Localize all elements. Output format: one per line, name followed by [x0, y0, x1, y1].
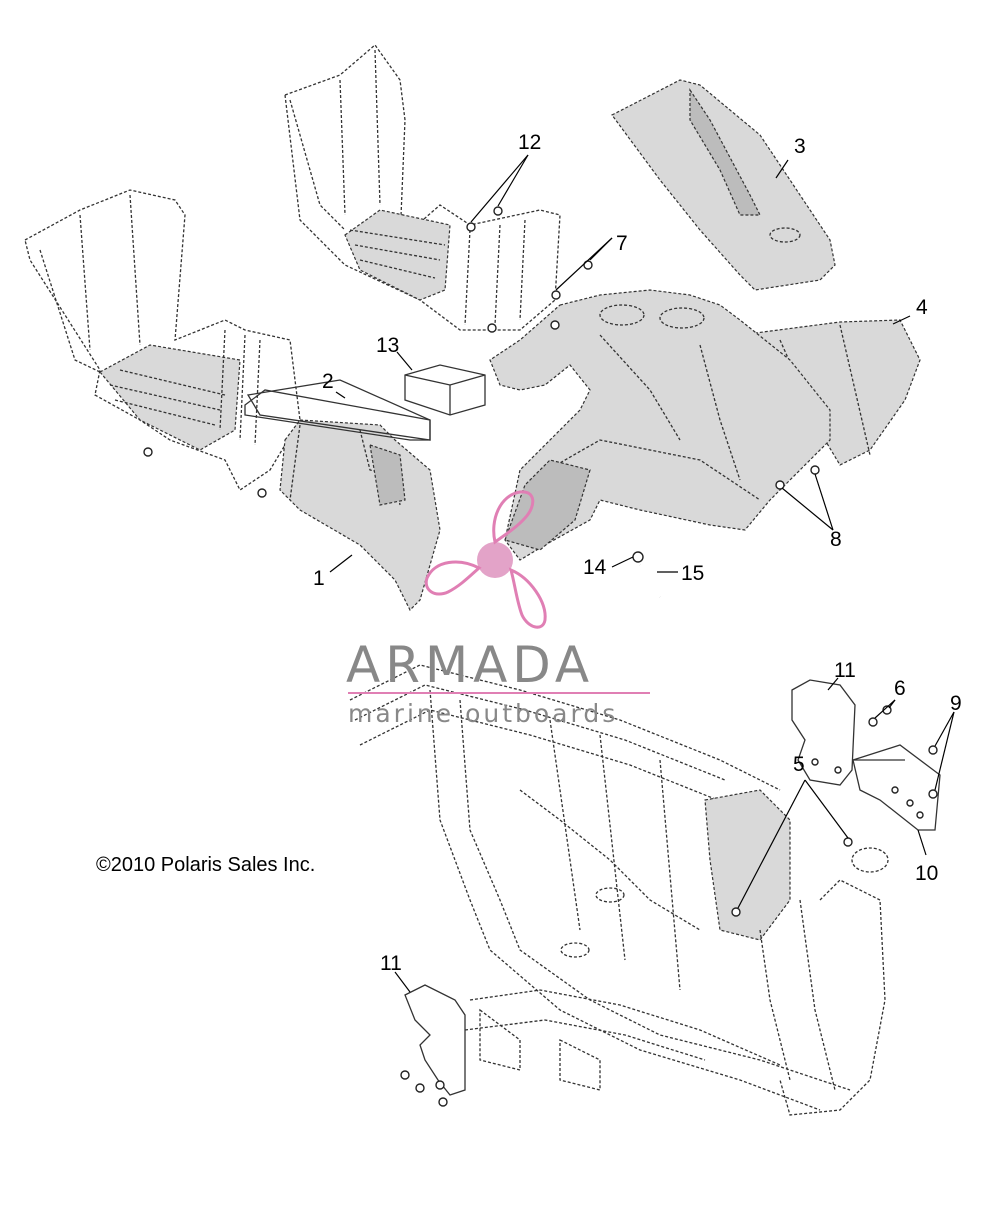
guard-plate-part-11-upper: [791, 679, 856, 786]
callout-10: 10: [915, 862, 938, 885]
propeller-logo-icon: [424, 490, 547, 629]
screw-icon: [415, 1083, 425, 1093]
screw-icon: [775, 480, 785, 490]
screw-icon: [400, 1070, 410, 1080]
screw-icon: [487, 323, 497, 333]
rear-footwell-left: [24, 189, 301, 491]
callout-4: 4: [916, 296, 928, 319]
bracket-part-10: [852, 744, 941, 831]
callout-1: 1: [313, 567, 325, 590]
hose-clip-part-14: [632, 551, 644, 563]
armada-watermark: ARMADA marine outboards: [346, 490, 650, 728]
screw-icon: [435, 1080, 445, 1090]
screw-icon: [928, 789, 938, 799]
screw-icon: [257, 488, 267, 498]
screw-icon: [551, 290, 561, 300]
callout-11-lower: 11: [380, 952, 402, 975]
sheet-part-2-body: [246, 379, 431, 441]
watermark-subtitle: marine outboards: [348, 699, 618, 728]
callout-labels: 1 2 3 4 5 6 7 8 9 10 11 11 12 13 14 15: [313, 131, 962, 975]
callout-8: 8: [830, 528, 842, 551]
copyright-text: ©2010 Polaris Sales Inc.: [96, 854, 315, 876]
screw-icon: [143, 447, 153, 457]
front-body-panel: [489, 289, 831, 561]
hose-part-15: [638, 563, 662, 600]
callout-9: 9: [950, 692, 962, 715]
clip-icon: [731, 907, 741, 917]
callout-15: 15: [681, 562, 704, 585]
callout-3: 3: [794, 135, 806, 158]
clip-icon: [843, 837, 853, 847]
callout-5: 5: [793, 753, 805, 776]
guard-plate-part-11-lower: [404, 984, 466, 1096]
screw-icon: [466, 222, 476, 232]
screw-icon: [493, 206, 503, 216]
callout-2: 2: [322, 370, 334, 393]
seat-cover-part-3: [611, 79, 836, 291]
leader-lines: [329, 154, 955, 993]
screw-icon: [550, 320, 560, 330]
watermark-title: ARMADA: [346, 636, 594, 694]
callout-11-upper: 11: [834, 659, 856, 682]
callout-12: 12: [518, 131, 541, 154]
foam-block-part-13: [404, 364, 486, 416]
screw-icon: [810, 465, 820, 475]
callout-13: 13: [376, 334, 399, 357]
fasteners: [143, 206, 938, 1107]
screw-icon: [438, 1097, 448, 1107]
callout-6: 6: [894, 677, 906, 700]
callout-7: 7: [616, 232, 628, 255]
screw-icon: [928, 745, 938, 755]
side-panel-part-1: [279, 419, 441, 612]
screw-icon: [868, 717, 878, 727]
callout-14: 14: [583, 556, 607, 579]
front-footwell: [284, 44, 561, 331]
vehicle-frame: [349, 664, 889, 1116]
